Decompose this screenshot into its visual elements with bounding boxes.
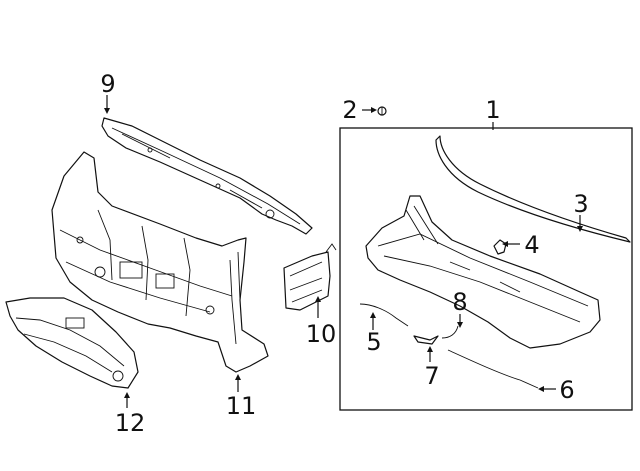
- assembly-box: [339, 127, 633, 411]
- clip: [493, 239, 507, 255]
- washer-hose-long: [447, 349, 539, 389]
- callout-4: 4: [524, 231, 539, 259]
- leader-lines: [104, 95, 583, 408]
- callout-1: 1: [485, 96, 500, 124]
- callout-9: 9: [100, 70, 115, 98]
- callout-8: 8: [452, 288, 467, 316]
- cowl-top-panel: [101, 117, 313, 235]
- cowl-vent-panel: [365, 195, 601, 349]
- callout-7: 7: [424, 362, 439, 390]
- callout-10: 10: [306, 320, 337, 348]
- hose-elbow: [441, 325, 459, 339]
- side-bracket: [283, 243, 337, 311]
- weatherstrip: [435, 135, 631, 243]
- connector: [413, 335, 439, 345]
- callout-6: 6: [559, 376, 574, 404]
- dash-panel: [51, 151, 269, 373]
- callout-3: 3: [573, 190, 588, 218]
- lower-reinforcement: [5, 297, 139, 389]
- callout-2: 2: [342, 96, 357, 124]
- washer-hose-left: [359, 303, 409, 327]
- callout-11: 11: [226, 392, 257, 420]
- callout-5: 5: [366, 328, 381, 356]
- fastener: [377, 106, 387, 116]
- callout-12: 12: [115, 409, 146, 437]
